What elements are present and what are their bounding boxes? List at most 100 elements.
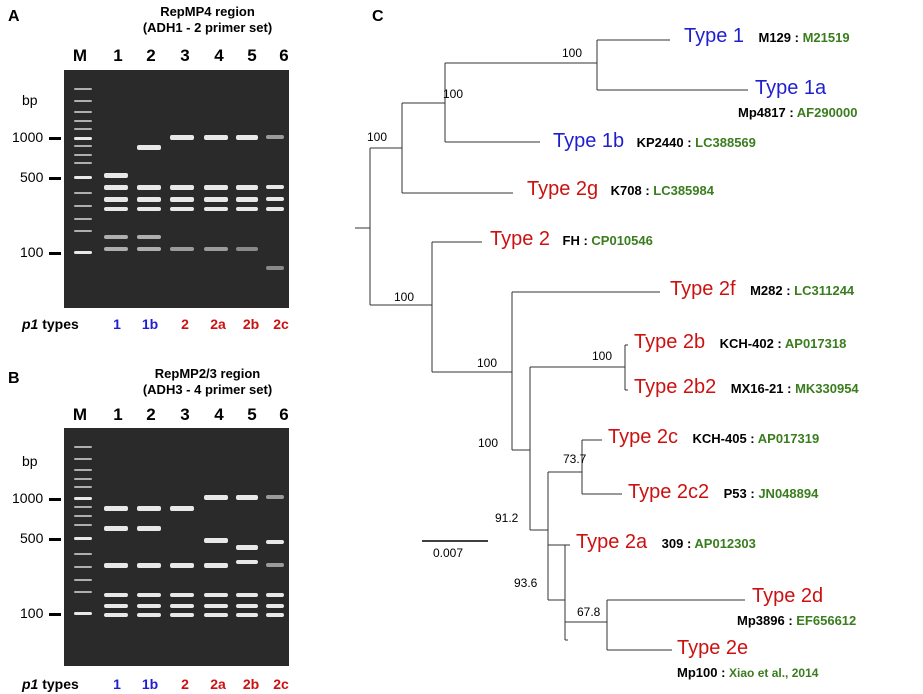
ladder-band bbox=[74, 566, 92, 568]
lane-label-1: 1 bbox=[113, 405, 123, 424]
gel-band bbox=[236, 545, 258, 550]
marker-tick bbox=[49, 137, 61, 140]
leaf-strain: M282 bbox=[750, 283, 783, 298]
ladder-band bbox=[74, 88, 92, 90]
gel-band bbox=[170, 593, 194, 597]
leaf-accession: LC311244 bbox=[794, 283, 855, 298]
type-label-2b: 2b bbox=[242, 316, 260, 332]
leaf-type-name: Type 2d bbox=[752, 585, 824, 607]
lane-label-2: 2 bbox=[146, 46, 156, 65]
gel-band bbox=[170, 197, 194, 202]
gel-band bbox=[266, 604, 284, 608]
marker-tick bbox=[49, 498, 61, 501]
type-label-1b: 1b bbox=[141, 316, 159, 332]
leaf-type-name: Type 2g bbox=[527, 178, 599, 200]
bootstrap-value: 100 bbox=[478, 436, 499, 450]
gel-band bbox=[266, 613, 284, 617]
ladder-band bbox=[74, 591, 92, 593]
lane-label-3: 3 bbox=[180, 405, 190, 424]
leaf-strain: FH bbox=[562, 233, 580, 248]
leaf-type-name: Type 2b2 bbox=[634, 376, 717, 398]
gel-band bbox=[104, 173, 128, 178]
gel-band bbox=[236, 593, 258, 597]
panel-a-title-line2: (ADH1 - 2 primer set) bbox=[142, 20, 273, 35]
leaf-separator: : bbox=[784, 613, 797, 628]
gel-band bbox=[204, 495, 228, 500]
ladder-band bbox=[74, 128, 92, 130]
leaf-type-name: Type 2c2 bbox=[628, 481, 710, 503]
leaf-separator: : bbox=[641, 183, 654, 198]
gel-band bbox=[104, 207, 128, 211]
leaf-separator: : bbox=[773, 336, 785, 351]
type-label-2: 2 bbox=[181, 316, 189, 332]
panel-b-title: RepMP2/3 region (ADH3 - 4 primer set) bbox=[100, 366, 315, 398]
leaf-accession: LC388569 bbox=[695, 135, 756, 150]
gel-band bbox=[236, 207, 258, 211]
bootstrap-value: 100 bbox=[394, 290, 415, 304]
leaf-type-1a-info: Mp4817 : AF290000 bbox=[738, 104, 858, 122]
gel-band bbox=[170, 563, 194, 568]
ladder-band bbox=[74, 205, 92, 207]
gel-band bbox=[236, 613, 258, 617]
marker-label-1000-a: 1000 bbox=[12, 129, 44, 145]
ladder-band bbox=[74, 486, 92, 488]
ladder-band bbox=[74, 524, 92, 526]
ladder-band bbox=[74, 553, 92, 555]
leaf-type-name: Type 1a bbox=[755, 77, 827, 99]
gel-band bbox=[104, 563, 128, 568]
leaf-strain: Mp3896 bbox=[737, 613, 785, 628]
bootstrap-value: 100 bbox=[477, 356, 498, 370]
leaf-separator: : bbox=[683, 135, 696, 150]
gel-band bbox=[137, 593, 161, 597]
leaf-separator: : bbox=[746, 486, 759, 501]
marker-label-100-b: 100 bbox=[20, 605, 44, 621]
ladder-band bbox=[74, 612, 92, 615]
bp-unit-a: bp bbox=[22, 92, 38, 108]
type-label-2b: 2b bbox=[242, 676, 260, 692]
ladder-band bbox=[74, 469, 92, 471]
gel-band bbox=[137, 185, 161, 190]
gel-band bbox=[104, 506, 128, 511]
gel-band bbox=[204, 593, 228, 597]
gel-band bbox=[266, 495, 284, 499]
leaf-strain: KCH-402 bbox=[719, 336, 774, 351]
bootstrap-value: 93.6 bbox=[514, 576, 538, 590]
leaf-type-name: Type 2e bbox=[677, 637, 749, 659]
leaf-type-name: Type 2c bbox=[608, 426, 679, 448]
gel-band bbox=[170, 135, 194, 140]
panel-letter-c: C bbox=[372, 8, 384, 25]
lane-label-3: 3 bbox=[180, 46, 190, 65]
leaf-accession: AP017319 bbox=[757, 431, 820, 446]
leaf-type-2d: Type 2d bbox=[752, 585, 823, 608]
type-label-1: 1 bbox=[113, 316, 121, 332]
ladder-band bbox=[74, 218, 92, 220]
gel-band bbox=[204, 538, 228, 543]
gel-band bbox=[236, 604, 258, 608]
leaf-accession: JN048894 bbox=[758, 486, 819, 501]
gel-band bbox=[137, 613, 161, 617]
panel-a-title: RepMP4 region (ADH1 - 2 primer set) bbox=[100, 4, 315, 36]
bootstrap-value: 91.2 bbox=[495, 511, 519, 525]
bp-unit-b: bp bbox=[22, 453, 38, 469]
leaf-separator: : bbox=[791, 30, 803, 45]
bootstrap-value: 73.7 bbox=[563, 452, 587, 466]
gel-band bbox=[104, 613, 128, 617]
type-label-1: 1 bbox=[113, 676, 121, 692]
leaf-type-name: Type 2b bbox=[634, 331, 706, 353]
leaf-strain: M129 bbox=[758, 30, 792, 45]
panel-letter-b: B bbox=[8, 370, 20, 387]
gel-band bbox=[137, 197, 161, 202]
lane-label-6: 6 bbox=[279, 46, 289, 65]
ladder-band bbox=[74, 162, 92, 164]
leaf-accession: Xiao et al., 2014 bbox=[729, 666, 819, 680]
gel-band bbox=[104, 526, 128, 531]
ladder-band bbox=[74, 120, 92, 122]
gel-band bbox=[137, 604, 161, 608]
gel-band bbox=[170, 506, 194, 511]
leaf-type-2b: Type 2b KCH-402 : AP017318 bbox=[634, 331, 846, 354]
leaf-type-2c: Type 2c KCH-405 : AP017319 bbox=[608, 426, 819, 449]
lane-label-5: 5 bbox=[247, 405, 257, 424]
gel-band bbox=[236, 185, 258, 190]
leaf-accession: CP010546 bbox=[591, 233, 653, 248]
ladder-band bbox=[74, 446, 92, 448]
